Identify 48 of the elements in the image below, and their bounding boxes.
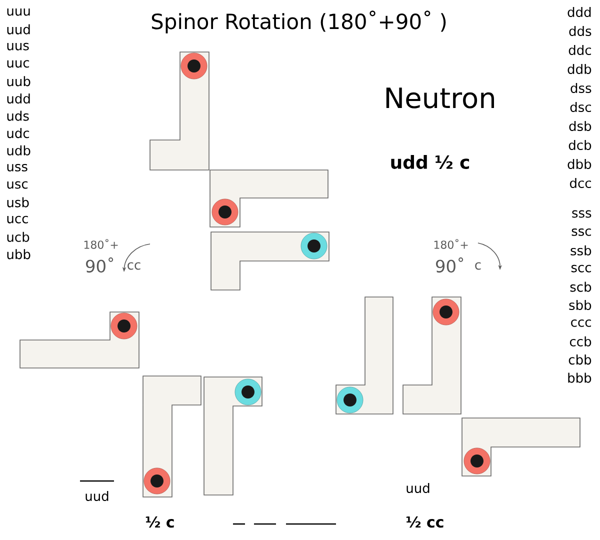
- quark-combination: scb: [570, 282, 592, 292]
- quark-content: uud: [86, 490, 108, 502]
- quark-combination: uub: [7, 76, 30, 86]
- angle-label: 90˚: [86, 257, 114, 273]
- rotation-label: cc: [128, 262, 140, 270]
- quark-content: uud: [406, 482, 430, 494]
- rotation-label: ½ c: [146, 516, 174, 528]
- quark-combination: uuc: [7, 60, 30, 68]
- quark-combination: ddd: [568, 6, 591, 18]
- quark-combination: uus: [7, 42, 29, 50]
- quark-combination: usc: [7, 181, 28, 189]
- quark-combination: scc: [571, 264, 591, 272]
- quark-combination: uss: [7, 164, 28, 172]
- quark-combination: dss: [570, 82, 592, 94]
- quark-combination: ddc: [568, 44, 591, 56]
- quark-combination: dcc: [570, 178, 591, 188]
- rotation-label: ½ cc: [406, 516, 444, 528]
- quark-combination: ccc: [571, 319, 591, 327]
- quark-combination: bbb: [568, 372, 592, 383]
- quark-combination: udd: [7, 93, 30, 104]
- rotation-label: c: [475, 262, 481, 270]
- particle-name: Neutron: [386, 88, 494, 108]
- title: Spinor Rotation (180˚+90˚ ): [152, 10, 446, 34]
- quark-combination: dcb: [568, 140, 592, 150]
- quark-combination: ssb: [570, 245, 592, 256]
- quark-combination: ddb: [568, 64, 592, 74]
- quark-combination: dsb: [569, 120, 592, 132]
- quark-content: udd ½ c: [391, 155, 470, 169]
- quark-combination: uud: [7, 24, 30, 34]
- quark-combination: uds: [7, 110, 29, 121]
- quark-combination: sbb: [569, 300, 592, 310]
- quark-combination: uuu: [7, 8, 30, 16]
- angle-label: 180˚+: [434, 239, 468, 249]
- quark-combination: udb: [7, 145, 30, 156]
- quark-combination: ccb: [570, 336, 592, 346]
- quark-combination: ucc: [7, 216, 28, 224]
- quark-combination: sss: [572, 210, 592, 218]
- quark-combination: ssc: [572, 228, 591, 236]
- quark-combination: ucb: [7, 232, 30, 242]
- quark-combination: dds: [569, 26, 592, 36]
- quark-combination: usb: [7, 197, 29, 208]
- quark-combination: cbb: [568, 354, 592, 365]
- angle-label: 90˚: [436, 257, 464, 273]
- quark-combination: udc: [7, 128, 30, 138]
- quark-combination: ubb: [7, 249, 30, 260]
- quark-combination: dsc: [570, 102, 591, 112]
- quark-combination: dbb: [568, 158, 592, 170]
- angle-label: 180˚+: [84, 239, 118, 249]
